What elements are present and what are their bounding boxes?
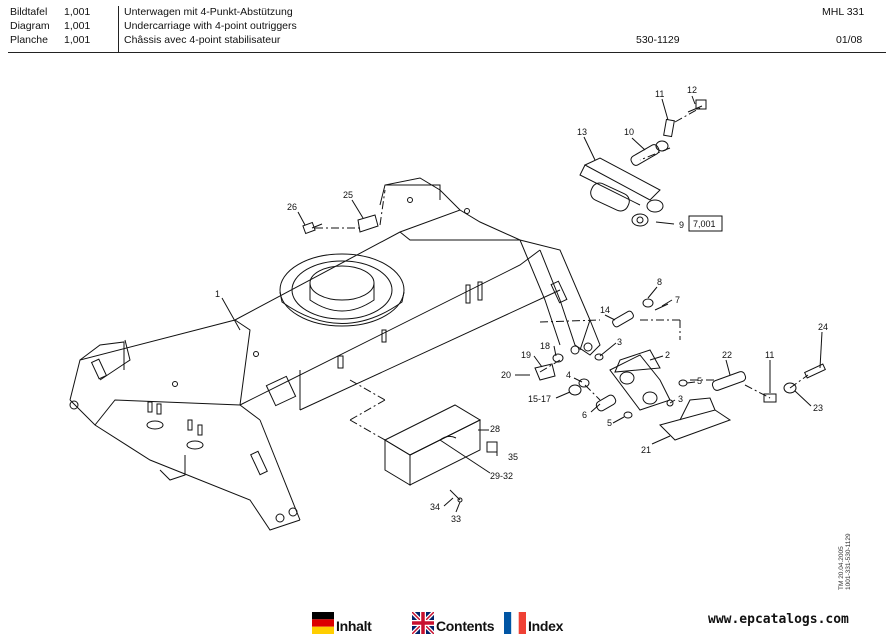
- header-num-2: 1,001: [64, 20, 91, 32]
- index-label: Index: [528, 618, 564, 634]
- callout-23[interactable]: 23: [813, 403, 823, 413]
- header-title-en: Undercarriage with 4-point outriggers: [124, 20, 297, 32]
- callout-11b[interactable]: 11: [765, 350, 774, 360]
- reference-box: [688, 215, 723, 232]
- side-code: 1001-331-530-1129: [845, 533, 852, 590]
- callout-2[interactable]: 2: [665, 350, 670, 360]
- callout-35[interactable]: 35: [508, 452, 518, 462]
- header-rule: [8, 52, 886, 53]
- drawing-date: 01/08: [836, 34, 863, 46]
- contents-label: Contents: [436, 618, 495, 634]
- callout-9[interactable]: 9: [679, 220, 684, 230]
- callout-3a[interactable]: 3: [617, 337, 622, 347]
- drawing-code: 530-1129: [636, 34, 680, 46]
- inhalt-label: Inhalt: [336, 618, 372, 634]
- callout-9-reference[interactable]: 7,001: [693, 219, 716, 229]
- callout-19[interactable]: 19: [521, 350, 531, 360]
- tool-box: [383, 404, 498, 503]
- chassis-frame: [69, 177, 601, 531]
- callout-26[interactable]: 26: [287, 202, 297, 212]
- callout-3b[interactable]: 3: [678, 394, 683, 404]
- callout-12[interactable]: 12: [687, 85, 697, 95]
- callout-25[interactable]: 25: [343, 190, 353, 200]
- header-label-2: Diagram: [10, 20, 50, 32]
- header-label-1: Bildtafel: [10, 6, 48, 18]
- callouts: 1 2 3 3 4 5 5 6 7 8 9 7,001 10 11 11 12 …: [215, 85, 828, 524]
- slewing-ring: [279, 253, 405, 327]
- side-reference: TM 20.04.2005 1001-331-530-1129: [838, 533, 852, 590]
- callout-20[interactable]: 20: [501, 370, 511, 380]
- callout-21[interactable]: 21: [641, 445, 651, 455]
- header-num-1: 1,001: [64, 6, 91, 18]
- callout-34[interactable]: 34: [430, 502, 440, 512]
- header-title-de: Unterwagen mit 4-Punkt-Abstützung: [124, 6, 293, 18]
- callout-13[interactable]: 13: [577, 127, 587, 137]
- callout-1[interactable]: 1: [215, 289, 220, 299]
- callout-28[interactable]: 28: [490, 424, 500, 434]
- side-date: TM 20.04.2005: [838, 546, 845, 590]
- german-flag-icon: [312, 612, 334, 634]
- inhalt-button[interactable]: Inhalt: [312, 606, 372, 634]
- model-name: MHL 331: [822, 6, 865, 18]
- header-label-3: Planche: [10, 34, 48, 46]
- header-num-3: 1,001: [64, 34, 91, 46]
- callout-4[interactable]: 4: [566, 370, 571, 380]
- contents-button[interactable]: Contents: [412, 606, 495, 634]
- callout-33[interactable]: 33: [451, 514, 461, 524]
- index-button[interactable]: Index: [504, 606, 563, 634]
- header-title-fr: Châssis avec 4-point stabilisateur: [124, 34, 281, 46]
- leader-lines: [221, 95, 823, 513]
- callout-5b[interactable]: 5: [607, 418, 612, 428]
- callout-14[interactable]: 14: [600, 305, 610, 315]
- callout-7[interactable]: 7: [675, 295, 680, 305]
- callout-8[interactable]: 8: [657, 277, 662, 287]
- french-flag-icon: [504, 612, 526, 634]
- callout-29-32[interactable]: 29-32: [490, 471, 513, 481]
- center-lines: [315, 107, 809, 441]
- callout-11a[interactable]: 11: [655, 89, 664, 99]
- outrigger-cylinder: [579, 99, 707, 227]
- small-parts-top: [302, 214, 379, 235]
- header-divider: [118, 6, 119, 52]
- callout-10[interactable]: 10: [624, 127, 634, 137]
- callout-24[interactable]: 24: [818, 322, 828, 332]
- callout-15-17[interactable]: 15-17: [528, 394, 551, 404]
- uk-flag-icon: [412, 612, 434, 634]
- callout-6[interactable]: 6: [582, 410, 587, 420]
- callout-18[interactable]: 18: [540, 341, 550, 351]
- watermark-text: www.epcatalogs.com: [708, 612, 849, 627]
- callout-5a[interactable]: 5: [697, 376, 702, 386]
- outrigger-leg-parts: [534, 298, 826, 441]
- callout-22[interactable]: 22: [722, 350, 732, 360]
